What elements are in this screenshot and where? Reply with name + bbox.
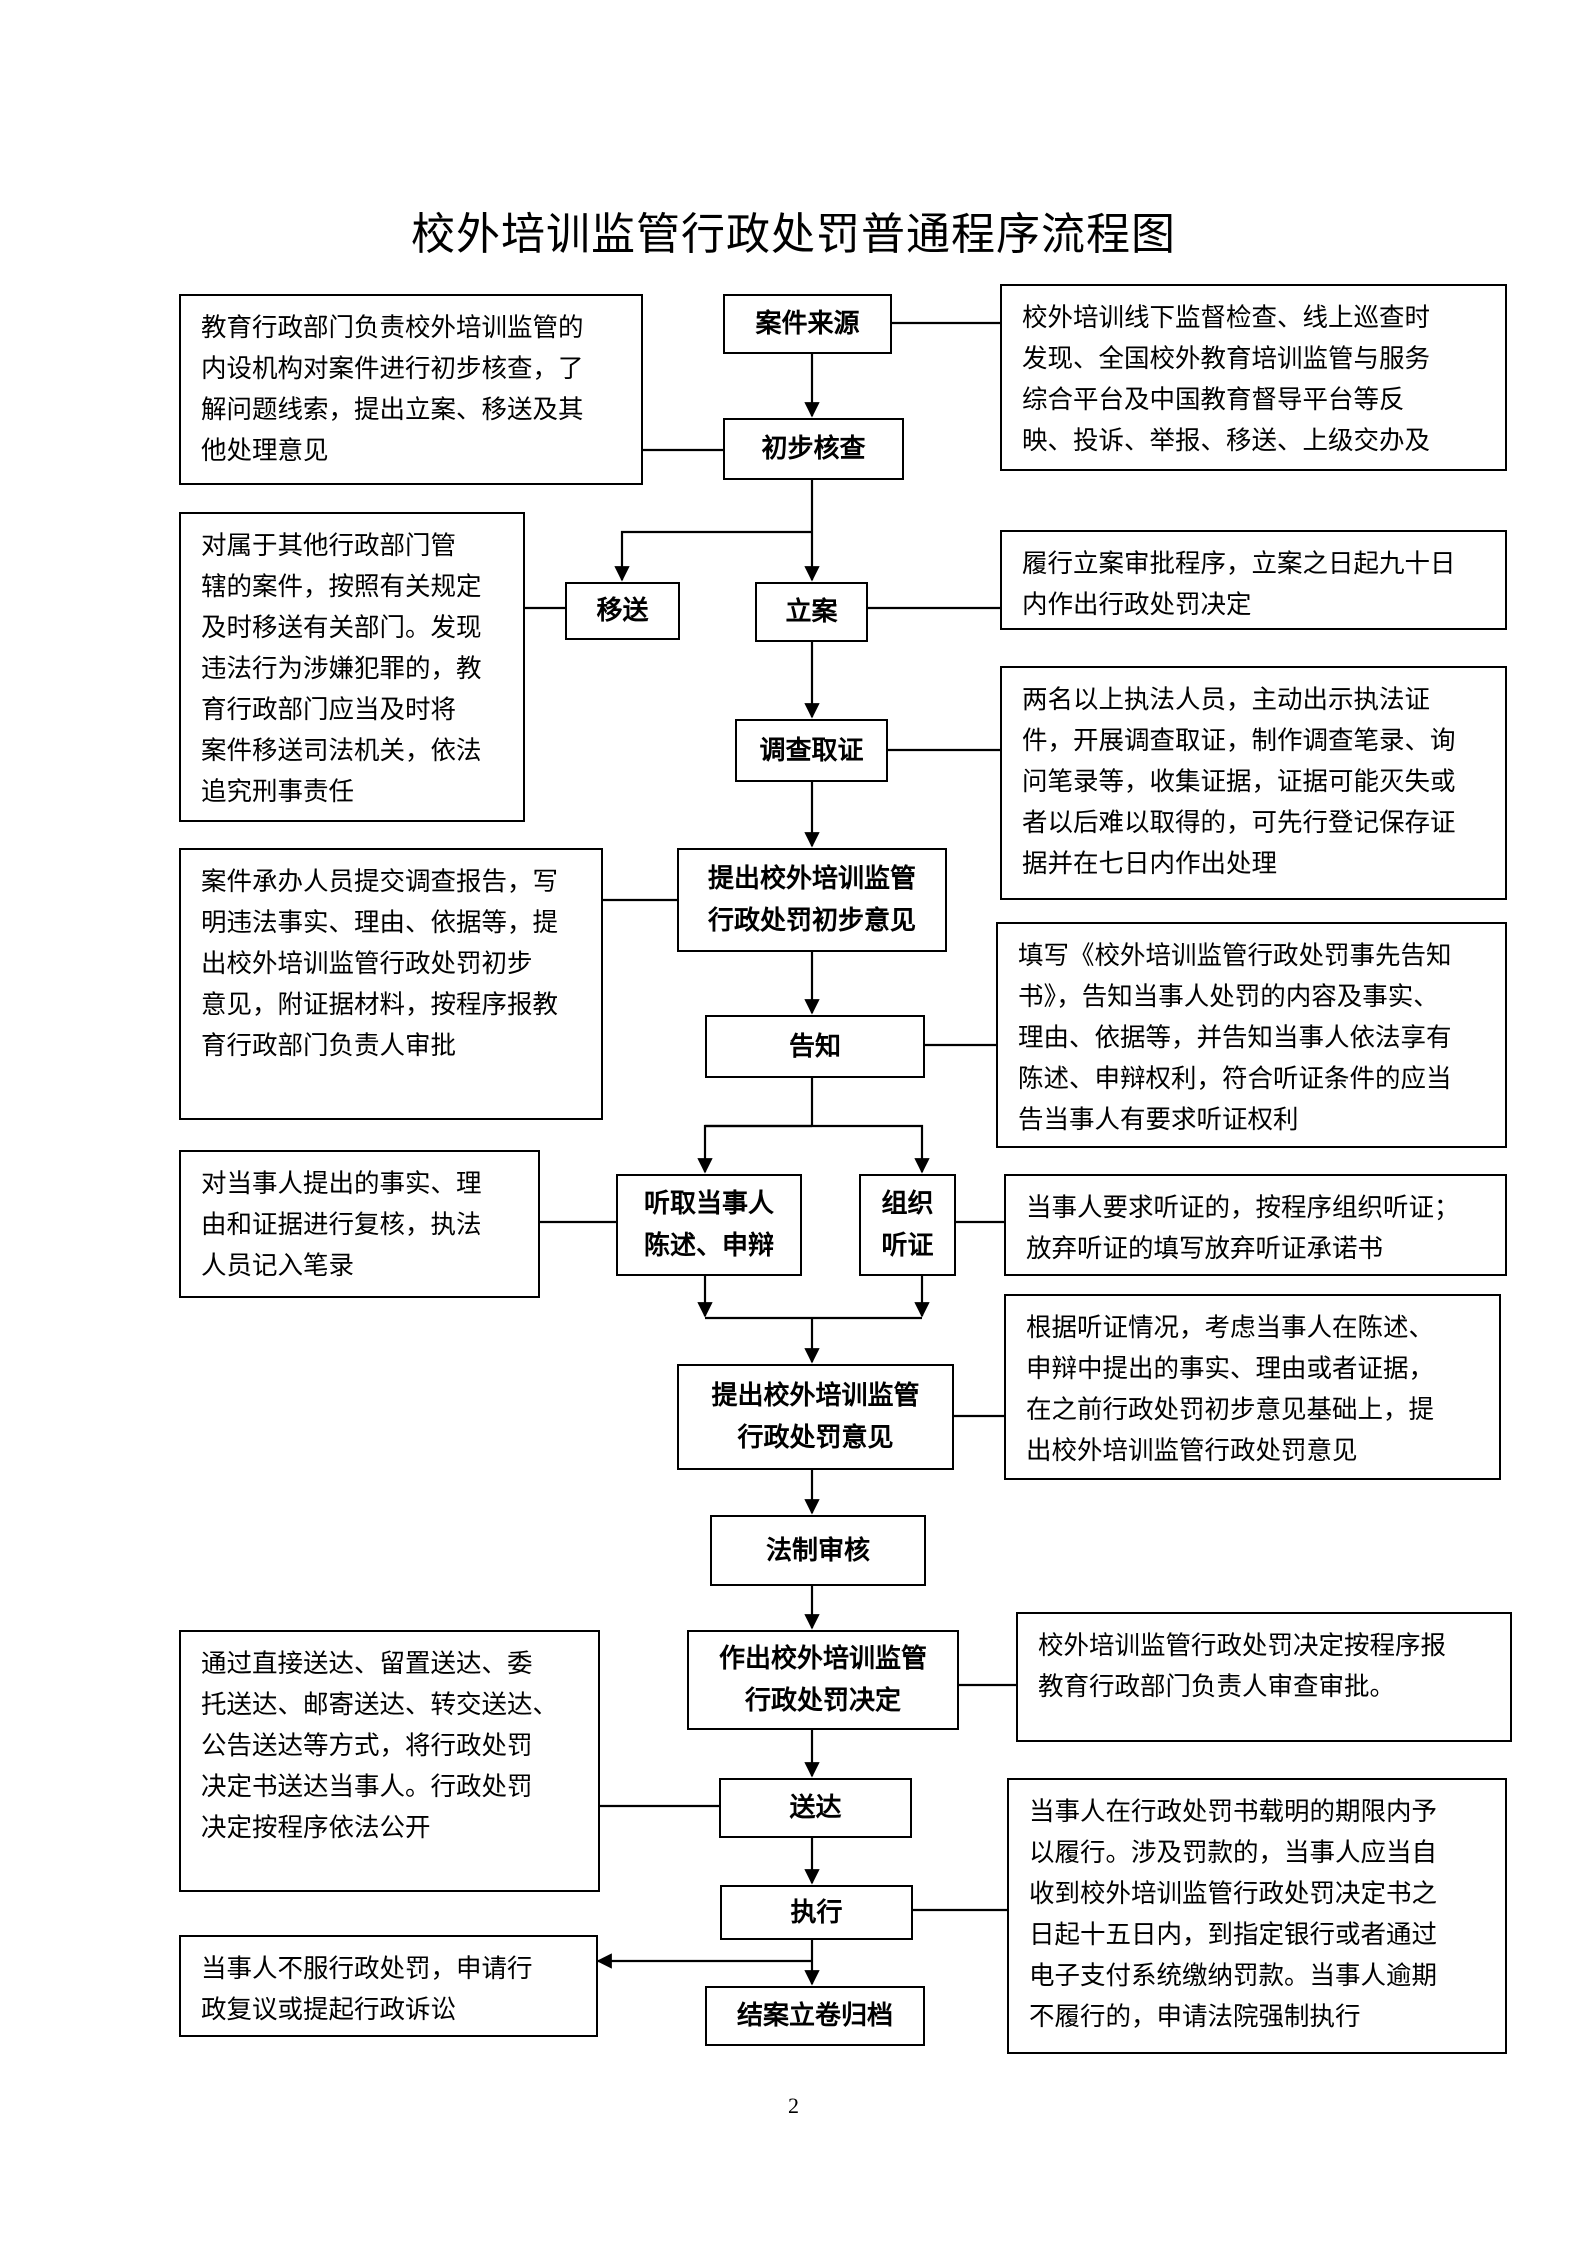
step-hear-statement: 听取当事人 陈述、申辩	[616, 1174, 802, 1276]
page-title: 校外培训监管行政处罚普通程序流程图	[411, 209, 1176, 260]
step-notify: 告知	[705, 1015, 925, 1078]
arrow-to-hear	[697, 1124, 812, 1174]
step-initial-opinion: 提出校外培训监管 行政处罚初步意见	[677, 848, 947, 952]
step-delivery: 送达	[719, 1778, 912, 1838]
step-legal-review: 法制审核	[710, 1515, 926, 1586]
note-appeal: 当事人不服行政处罚，申请行 政复议或提起行政诉讼	[179, 1935, 598, 2037]
step-execution: 执行	[720, 1885, 913, 1940]
note-penalty-decision: 校外培训监管行政处罚决定按程序报 教育行政部门负责人审查审批。	[1016, 1612, 1512, 1742]
step-filing: 立案	[755, 582, 868, 642]
arrow-to-transfer	[614, 530, 812, 582]
page-number: 2	[788, 2093, 799, 2118]
note-investigation: 两名以上执法人员，主动出示执法证 件，开展调查取证，制作调查笔录、询 问笔录等，…	[1000, 666, 1507, 900]
note-initial-opinion: 案件承办人员提交调查报告，写 明违法事实、理由、依据等，提 出校外培训监管行政处…	[179, 848, 603, 1120]
step-investigation: 调查取证	[735, 719, 888, 782]
arrow-to-hearing	[705, 1124, 930, 1174]
note-penalty-opinion: 根据听证情况，考虑当事人在陈述、 申辩中提出的事实、理由或者证据， 在之前行政处…	[1004, 1294, 1501, 1480]
note-preliminary: 教育行政部门负责校外培训监管的 内设机构对案件进行初步核查，了 解问题线索，提出…	[179, 294, 643, 485]
step-organize-hearing: 组织 听证	[859, 1174, 956, 1276]
step-transfer: 移送	[565, 582, 680, 640]
step-case-source: 案件来源	[723, 294, 892, 354]
note-hear-statement: 对当事人提出的事实、理 由和证据进行复核，执法 人员记入笔录	[179, 1150, 540, 1298]
step-penalty-decision: 作出校外培训监管 行政处罚决定	[687, 1630, 959, 1730]
note-notify: 填写《校外培训监管行政处罚事先告知 书》，告知当事人处罚的内容及事实、 理由、依…	[996, 922, 1507, 1148]
note-filing: 履行立案审批程序，立案之日起九十日 内作出行政处罚决定	[1000, 530, 1507, 630]
step-preliminary-check: 初步核查	[723, 418, 904, 480]
note-transfer: 对属于其他行政部门管 辖的案件，按照有关规定 及时移送有关部门。发现 违法行为涉…	[179, 512, 525, 822]
note-source-channels: 校外培训线下监督检查、线上巡查时 发现、全国校外教育培训监管与服务 综合平台及中…	[1000, 284, 1507, 471]
step-archive: 结案立卷归档	[705, 1986, 925, 2046]
note-delivery: 通过直接送达、留置送达、委 托送达、邮寄送达、转交送达、 公告送达等方式，将行政…	[179, 1630, 600, 1892]
step-penalty-opinion: 提出校外培训监管 行政处罚意见	[677, 1364, 954, 1470]
note-hearing: 当事人要求听证的，按程序组织听证； 放弃听证的填写放弃听证承诺书	[1004, 1174, 1507, 1276]
note-execution: 当事人在行政处罚书载明的期限内予 以履行。涉及罚款的，当事人应当自 收到校外培训…	[1007, 1778, 1507, 2054]
